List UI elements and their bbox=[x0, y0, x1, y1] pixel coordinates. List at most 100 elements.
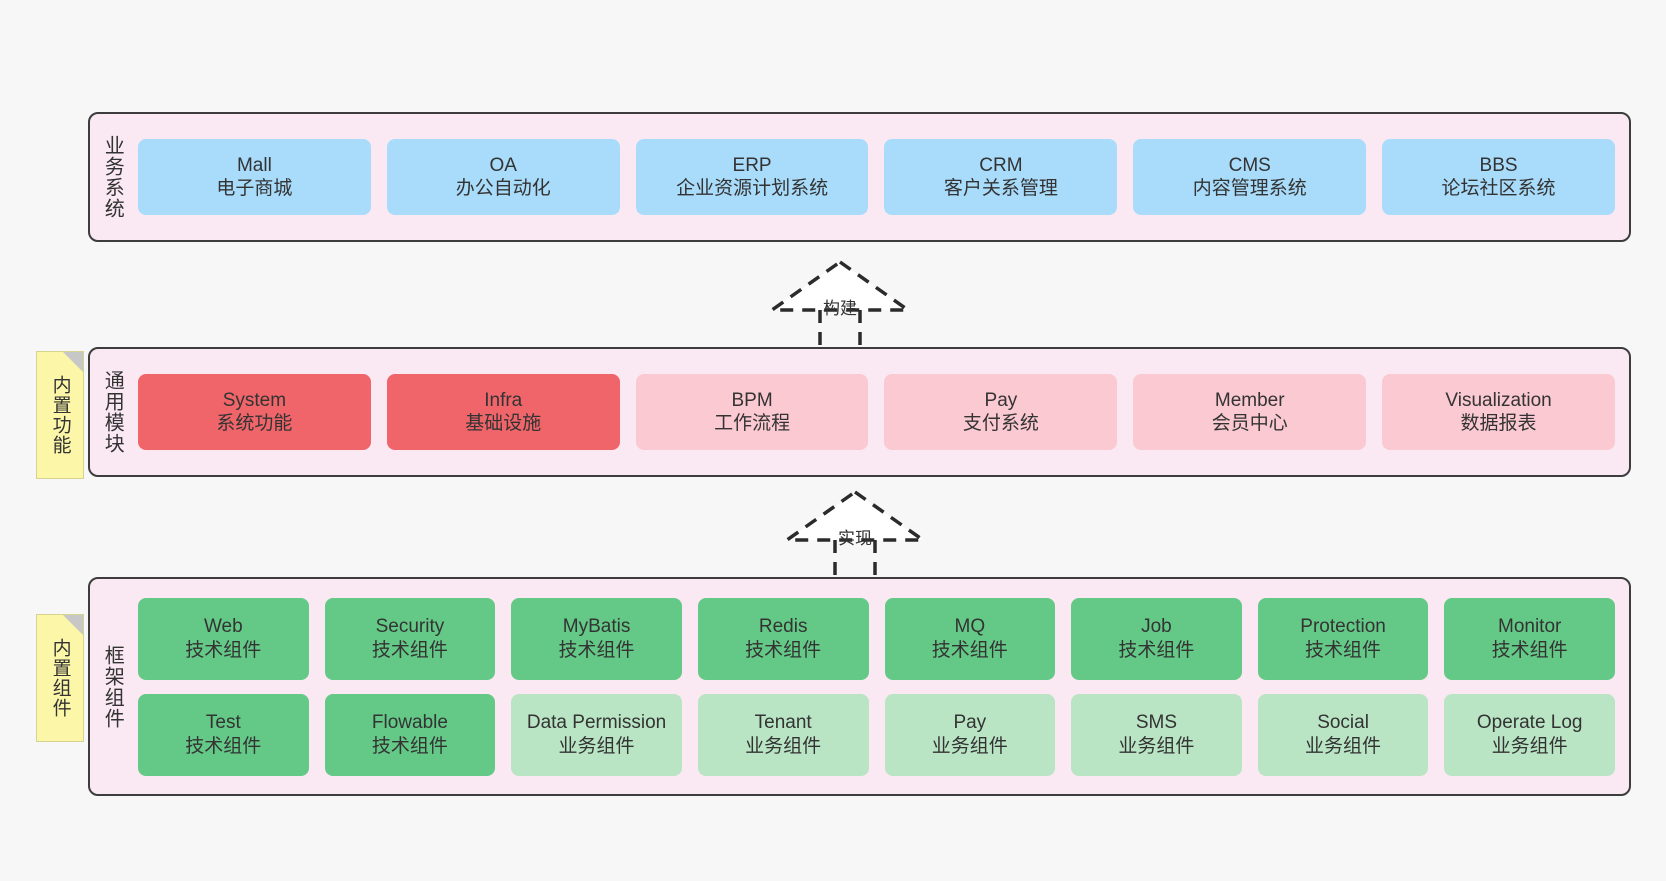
node-subtitle: 技术组件 bbox=[185, 735, 262, 757]
layer-body-business: Mall 电子商城 OA 办公自动化 ERP 企业资源计划系统 CRM 客户关系… bbox=[134, 114, 1629, 240]
node-crm[interactable]: CRM 客户关系管理 bbox=[884, 139, 1118, 215]
node-name: Pay bbox=[984, 389, 1018, 411]
layer-business-system: 业务系统 Mall 电子商城 OA 办公自动化 ERP 企业资源计划系统 CRM… bbox=[88, 112, 1631, 242]
node-subtitle: 客户关系管理 bbox=[943, 178, 1058, 199]
node-subtitle: 电子商城 bbox=[216, 178, 293, 199]
arrow-implement-label: 实现 bbox=[838, 529, 872, 548]
arrow-implement-icon bbox=[785, 490, 925, 576]
node-name: CMS bbox=[1228, 154, 1271, 176]
node-subtitle: 系统功能 bbox=[216, 413, 293, 434]
node-row: Test 技术组件 Flowable 技术组件 Data Permission … bbox=[138, 693, 1615, 776]
node-subtitle: 企业资源计划系统 bbox=[676, 178, 829, 199]
layer-common-module: 通用模块 System 系统功能 Infra 基础设施 BPM 工作流程 Pay… bbox=[88, 347, 1631, 477]
node-subtitle: 会员中心 bbox=[1211, 413, 1288, 434]
node-bbs[interactable]: BBS 论坛社区系统 bbox=[1382, 139, 1615, 215]
note-fold-corner-icon bbox=[63, 615, 83, 635]
node-subtitle: 基础设施 bbox=[465, 413, 542, 434]
node-subtitle: 支付系统 bbox=[962, 413, 1039, 434]
node-subtitle: 技术组件 bbox=[185, 639, 262, 661]
node-monitor[interactable]: Monitor 技术组件 bbox=[1444, 597, 1615, 680]
generalization-arrow-implement: 实现 bbox=[775, 486, 935, 576]
node-subtitle: 内容管理系统 bbox=[1192, 178, 1307, 199]
node-name: Data Permission bbox=[526, 712, 667, 734]
node-infra[interactable]: Infra 基础设施 bbox=[386, 374, 620, 450]
node-subtitle: 技术组件 bbox=[371, 735, 448, 757]
node-name: Pay bbox=[953, 712, 987, 734]
node-subtitle: 技术组件 bbox=[558, 639, 635, 661]
node-mq[interactable]: MQ 技术组件 bbox=[884, 597, 1056, 680]
node-subtitle: 业务组件 bbox=[745, 735, 822, 757]
node-subtitle: 论坛社区系统 bbox=[1441, 178, 1556, 199]
node-data-permission[interactable]: Data Permission 业务组件 bbox=[511, 693, 682, 776]
layer-title-frame: 框架组件 bbox=[101, 644, 124, 729]
node-name: MyBatis bbox=[562, 616, 631, 638]
node-name: Visualization bbox=[1445, 389, 1552, 411]
arrow-build-icon bbox=[770, 260, 910, 346]
node-web[interactable]: Web 技术组件 bbox=[138, 597, 309, 680]
node-oa[interactable]: OA 办公自动化 bbox=[386, 139, 620, 215]
node-name: BPM bbox=[731, 389, 773, 411]
node-security[interactable]: Security 技术组件 bbox=[324, 597, 496, 680]
node-subtitle: 业务组件 bbox=[558, 735, 635, 757]
node-name: SMS bbox=[1135, 712, 1178, 734]
node-subtitle: 技术组件 bbox=[371, 639, 448, 661]
arrow-build-label: 构建 bbox=[823, 299, 857, 318]
node-name: Social bbox=[1317, 712, 1369, 734]
node-name: CRM bbox=[979, 154, 1023, 176]
layer-framework-component: 框架组件 Web 技术组件 Security 技术组件 MyBatis 技术组件… bbox=[88, 577, 1631, 796]
node-name: Protection bbox=[1300, 616, 1386, 638]
node-name: BBS bbox=[1479, 154, 1518, 176]
node-operate-log[interactable]: Operate Log 业务组件 bbox=[1444, 693, 1615, 776]
layer-body-frame: Web 技术组件 Security 技术组件 MyBatis 技术组件 Redi… bbox=[134, 579, 1629, 794]
node-member[interactable]: Member 会员中心 bbox=[1133, 374, 1367, 450]
node-name: Flowable bbox=[371, 712, 448, 734]
note-text: 内置功能 bbox=[49, 375, 71, 455]
node-subtitle: 业务组件 bbox=[1305, 735, 1382, 757]
node-subtitle: 技术组件 bbox=[1491, 639, 1568, 661]
node-name: ERP bbox=[732, 154, 772, 176]
node-name: System bbox=[222, 389, 287, 411]
node-name: Infra bbox=[484, 389, 523, 411]
sticky-note-builtin-function: 内置功能 bbox=[36, 351, 84, 479]
node-job[interactable]: Job 技术组件 bbox=[1071, 597, 1242, 680]
node-visualization[interactable]: Visualization 数据报表 bbox=[1382, 374, 1615, 450]
node-flowable[interactable]: Flowable 技术组件 bbox=[324, 693, 496, 776]
node-subtitle: 技术组件 bbox=[1118, 639, 1195, 661]
node-cms[interactable]: CMS 内容管理系统 bbox=[1133, 139, 1367, 215]
generalization-arrow-build: 构建 bbox=[760, 256, 920, 346]
layer-title-common: 通用模块 bbox=[101, 370, 124, 454]
node-mall[interactable]: Mall 电子商城 bbox=[138, 139, 371, 215]
node-row: System 系统功能 Infra 基础设施 BPM 工作流程 Pay 支付系统… bbox=[138, 374, 1615, 450]
node-erp[interactable]: ERP 企业资源计划系统 bbox=[635, 139, 869, 215]
node-name: Web bbox=[203, 616, 243, 638]
node-bpm[interactable]: BPM 工作流程 bbox=[635, 374, 869, 450]
node-subtitle: 工作流程 bbox=[714, 413, 791, 434]
node-tenant[interactable]: Tenant 业务组件 bbox=[697, 693, 869, 776]
node-name: Redis bbox=[758, 616, 808, 638]
node-name: Security bbox=[375, 616, 445, 638]
node-subtitle: 技术组件 bbox=[931, 639, 1008, 661]
node-redis[interactable]: Redis 技术组件 bbox=[697, 597, 869, 680]
node-test[interactable]: Test 技术组件 bbox=[138, 693, 309, 776]
node-social[interactable]: Social 业务组件 bbox=[1257, 693, 1429, 776]
node-name: OA bbox=[489, 154, 517, 176]
node-pay-module[interactable]: Pay 支付系统 bbox=[884, 374, 1118, 450]
node-sms[interactable]: SMS 业务组件 bbox=[1071, 693, 1242, 776]
layer-body-common: System 系统功能 Infra 基础设施 BPM 工作流程 Pay 支付系统… bbox=[134, 349, 1629, 475]
node-name: Mall bbox=[236, 154, 272, 176]
node-name: MQ bbox=[954, 616, 986, 638]
node-protection[interactable]: Protection 技术组件 bbox=[1257, 597, 1429, 680]
layer-title-business: 业务系统 bbox=[101, 135, 124, 219]
node-subtitle: 数据报表 bbox=[1460, 413, 1537, 434]
node-pay-component[interactable]: Pay 业务组件 bbox=[884, 693, 1056, 776]
node-name: Job bbox=[1141, 616, 1172, 638]
node-name: Tenant bbox=[754, 712, 812, 734]
node-subtitle: 办公自动化 bbox=[455, 178, 551, 199]
sticky-note-builtin-component: 内置组件 bbox=[36, 614, 84, 742]
node-subtitle: 技术组件 bbox=[1305, 639, 1382, 661]
node-subtitle: 业务组件 bbox=[1491, 735, 1568, 757]
node-name: Operate Log bbox=[1476, 712, 1583, 734]
node-system[interactable]: System 系统功能 bbox=[138, 374, 371, 450]
node-mybatis[interactable]: MyBatis 技术组件 bbox=[511, 597, 682, 680]
